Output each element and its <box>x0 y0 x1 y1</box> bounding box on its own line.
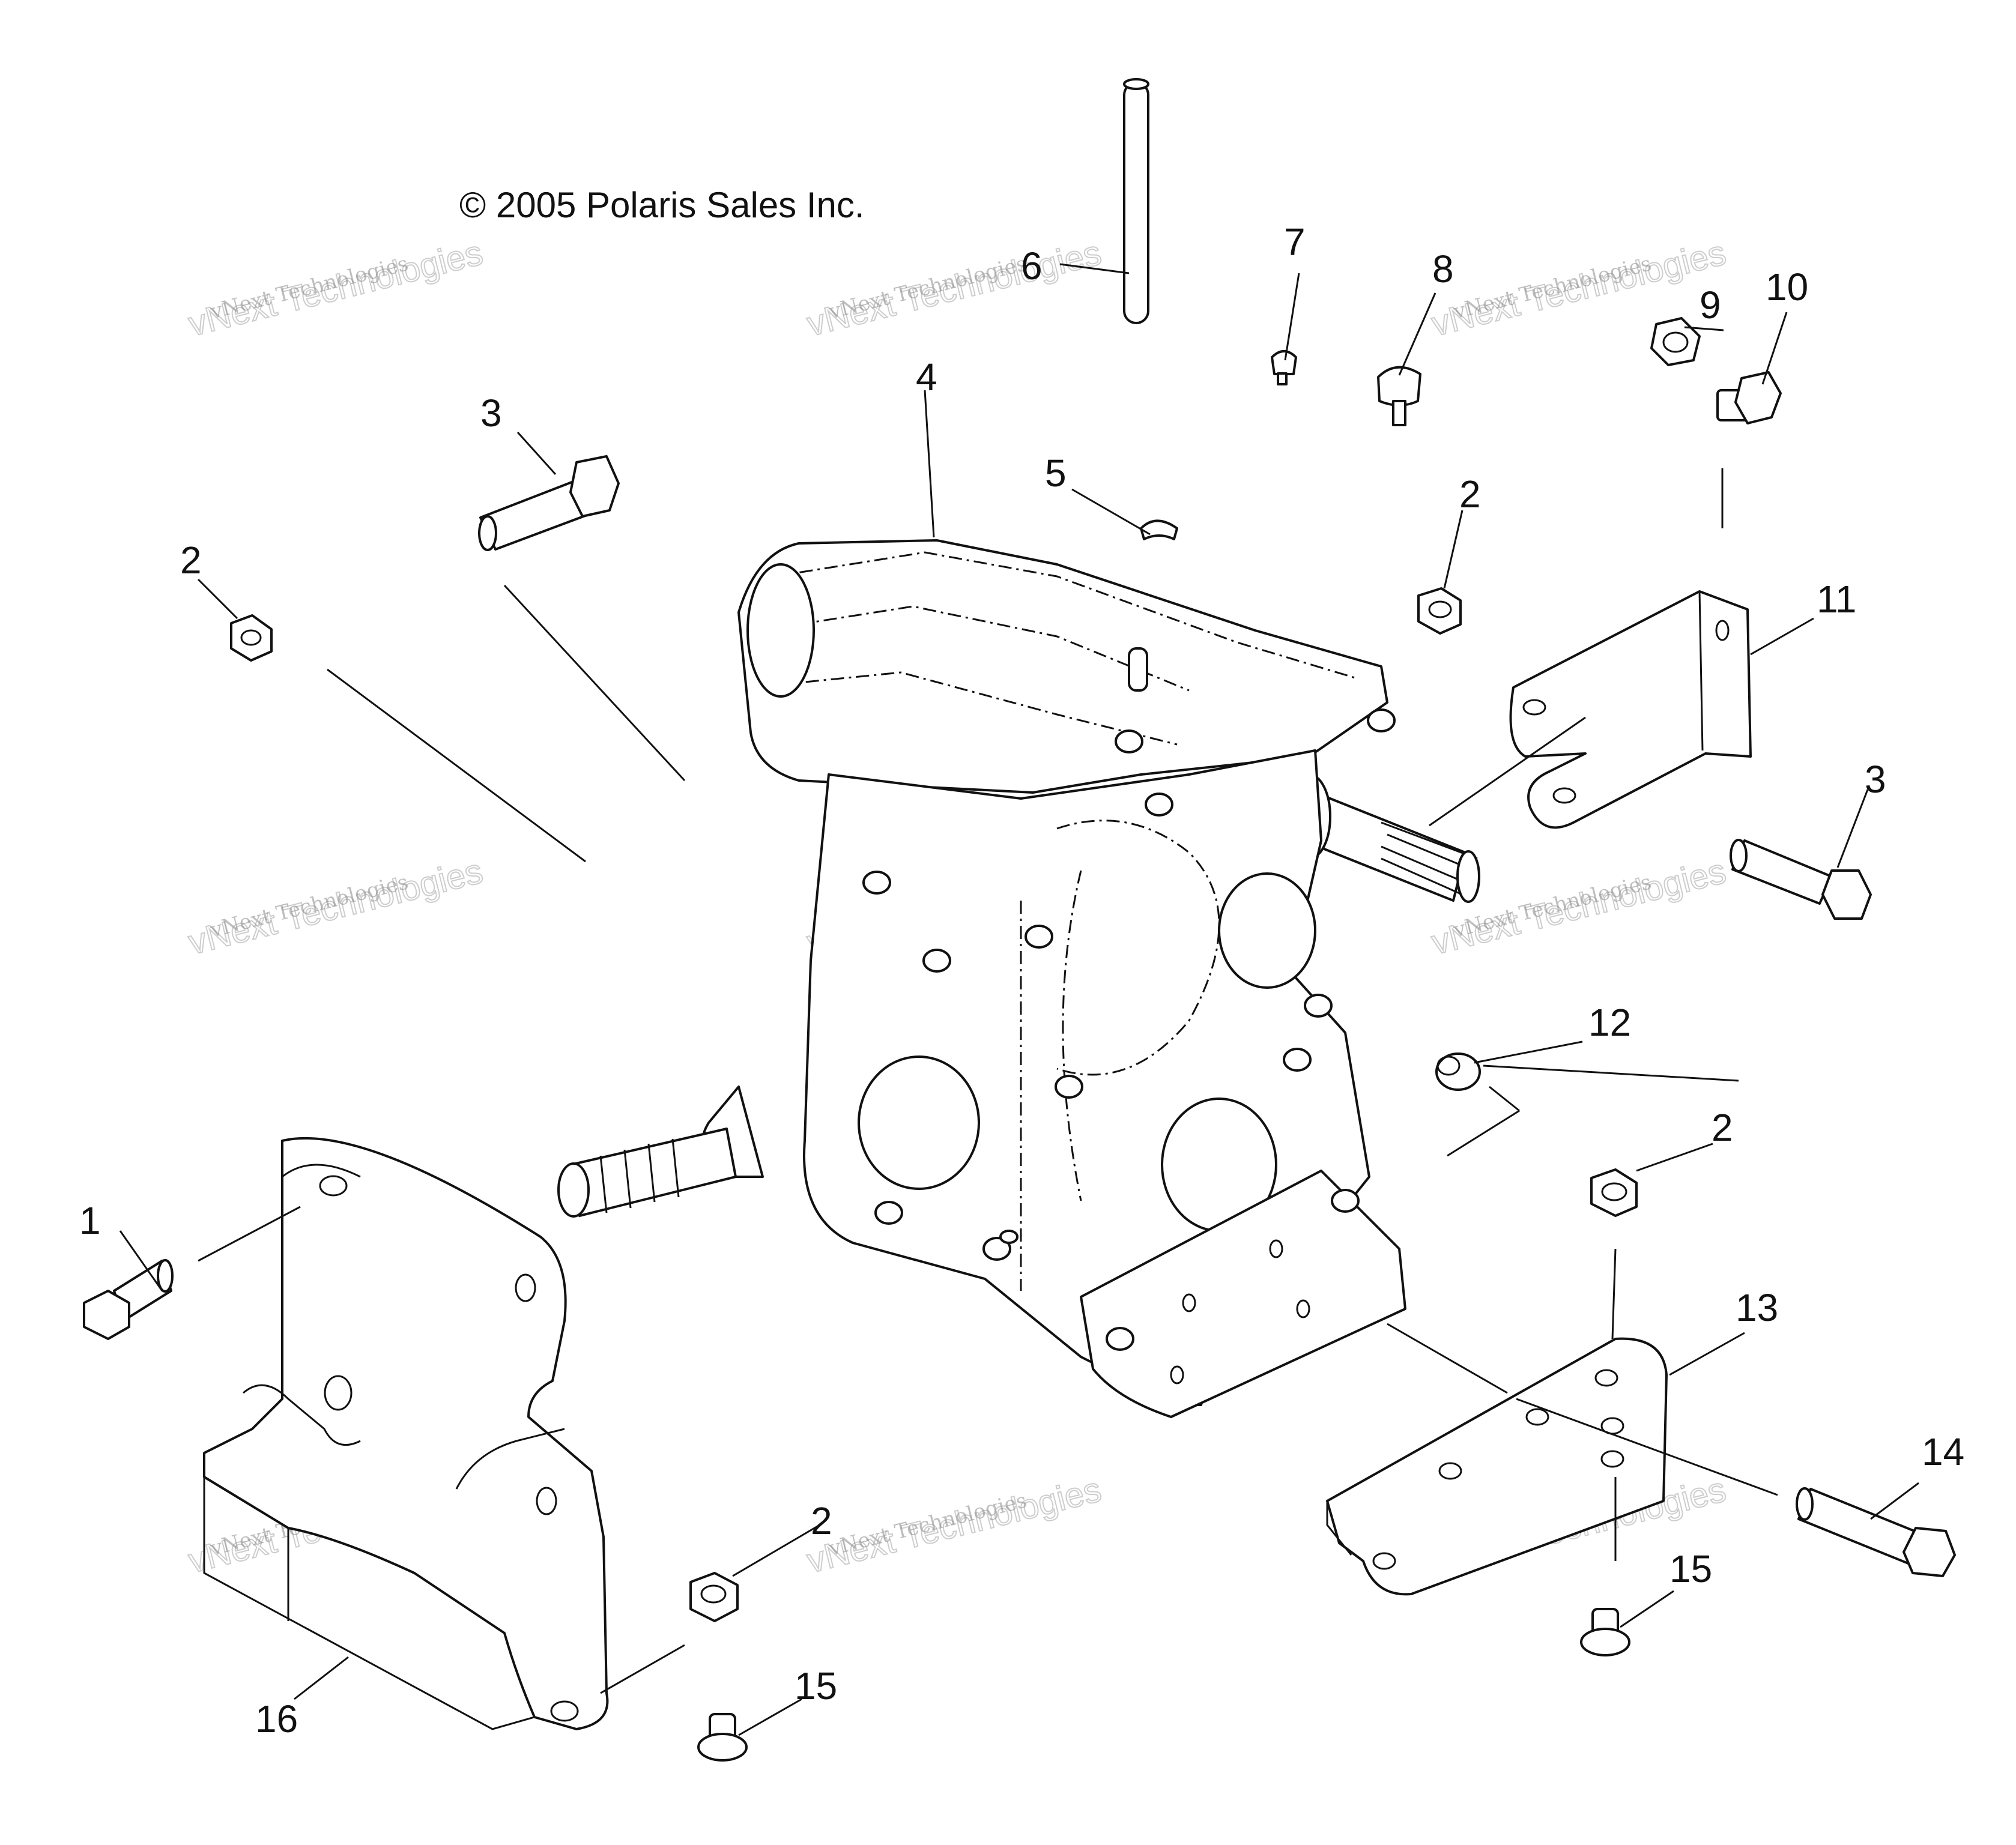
callout-3: 3 <box>1865 758 1886 801</box>
callout-10: 10 <box>1766 265 1808 309</box>
callout-7: 7 <box>1284 220 1306 264</box>
callout-1: 1 <box>79 1199 101 1242</box>
part-5-clip <box>1140 519 1178 540</box>
part-11-bracket <box>1509 590 1752 829</box>
callout-14: 14 <box>1922 1430 1964 1473</box>
part-8-clamp <box>1377 366 1421 426</box>
part-2-nut-lower <box>689 1572 739 1622</box>
callout-2: 2 <box>1459 473 1481 516</box>
part-2-nut-upper-right <box>1417 587 1462 635</box>
callout-12: 12 <box>1588 1001 1631 1044</box>
part-15-bolt-lower-left <box>697 1713 748 1762</box>
part-15-bolt-lower-right <box>1580 1608 1630 1656</box>
callout-9: 9 <box>1700 283 1721 327</box>
callout-15: 15 <box>795 1664 837 1708</box>
callout-13: 13 <box>1736 1286 1778 1329</box>
part-7-clip <box>1271 350 1297 385</box>
part-9-nut <box>1650 317 1701 366</box>
callout-11: 11 <box>1817 578 1856 621</box>
callout-4: 4 <box>916 355 937 399</box>
part-4-transmission <box>557 539 1480 1418</box>
callout-6: 6 <box>1021 244 1043 288</box>
part-10-bolt <box>1716 371 1782 424</box>
callout-15: 15 <box>1669 1547 1712 1590</box>
part-2-nut-right <box>1590 1168 1638 1217</box>
copyright-notice: © 2005 Polaris Sales Inc. <box>459 185 865 225</box>
part-16-mount-bracket <box>203 1137 609 1730</box>
callout-5: 5 <box>1045 451 1067 495</box>
part-1-bolt <box>83 1259 174 1340</box>
part-6-vent-tube <box>1123 78 1149 324</box>
alignment-lines <box>198 468 1778 1694</box>
callout-labels: 1 2 2 2 2 3 3 4 5 6 7 8 9 10 11 12 13 14… <box>79 220 1964 1741</box>
callout-2: 2 <box>180 539 202 582</box>
callout-2: 2 <box>1712 1106 1733 1149</box>
callout-leaders <box>119 263 1919 1736</box>
part-12-nut <box>1435 1052 1481 1091</box>
part-13-bracket <box>1326 1337 1668 1596</box>
callout-16: 16 <box>255 1697 298 1741</box>
part-14-bolt <box>1796 1487 1956 1577</box>
part-2-nut-upper-left <box>230 614 273 662</box>
callout-8: 8 <box>1432 247 1454 291</box>
part-3-bolt-upper <box>478 455 620 551</box>
callout-2: 2 <box>811 1499 832 1542</box>
part-3-bolt-right <box>1730 839 1872 920</box>
callout-3: 3 <box>480 391 502 435</box>
